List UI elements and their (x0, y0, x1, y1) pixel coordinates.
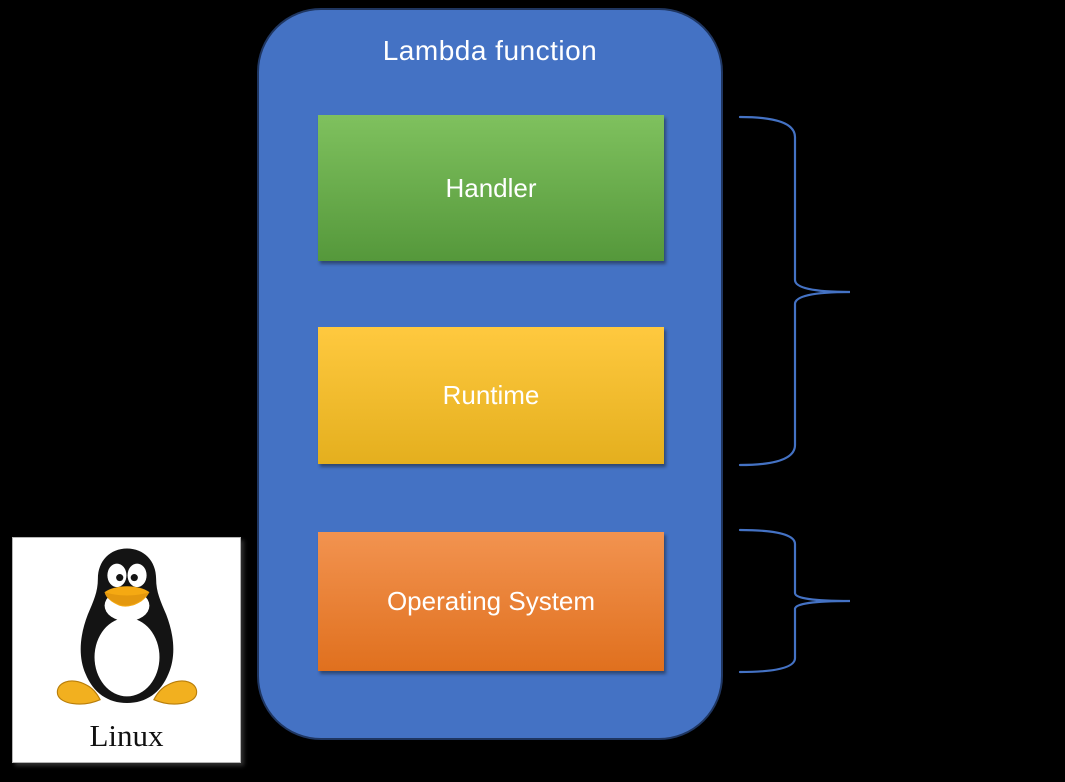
linux-image: Linux (12, 537, 241, 763)
linux-caption: Linux (89, 718, 164, 753)
brace-operating-system-icon (738, 528, 851, 674)
lambda-function-title: Lambda function (382, 35, 598, 66)
runtime-box: Runtime (318, 327, 664, 464)
handler-box: Handler (318, 115, 664, 261)
operating-system-box: Operating System (318, 532, 664, 671)
operating-system-label: Operating System (386, 586, 596, 616)
lambda-function-container: Lambda function Handler Runtime Operatin… (257, 8, 723, 740)
handler-label: Handler (445, 172, 537, 203)
tux-penguin-icon (13, 544, 240, 712)
brace-handler-runtime-icon (738, 115, 851, 467)
runtime-label: Runtime (442, 380, 540, 410)
